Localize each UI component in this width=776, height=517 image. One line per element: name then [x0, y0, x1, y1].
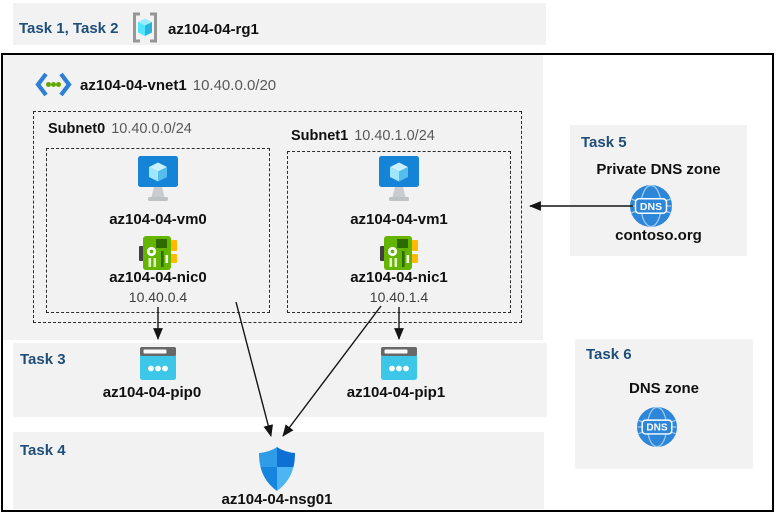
virtual-network-icon	[35, 72, 72, 97]
vm0-name: az104-04-vm0	[109, 211, 207, 228]
nic0-network-interface-icon	[139, 236, 177, 270]
subnet1-name: Subnet1	[291, 128, 349, 144]
nic1-ip: 10.40.1.4	[369, 289, 429, 305]
task6-label: Task 6	[586, 346, 632, 363]
subnet1-cidr: 10.40.1.0/24	[354, 128, 435, 144]
task-1-2-label: Task 1, Task 2	[19, 20, 119, 37]
diagram-outer-frame	[1, 53, 774, 512]
task3-label: Task 3	[20, 351, 66, 368]
nic1-network-interface-icon	[380, 236, 418, 270]
task4-label: Task 4	[20, 442, 66, 459]
subnet0-name: Subnet0	[48, 121, 106, 137]
pip0-public-ip-icon	[140, 347, 176, 380]
pip1-public-ip-icon	[381, 347, 417, 380]
nic0-ip: 10.40.0.4	[128, 289, 188, 305]
task5-label: Task 5	[581, 134, 627, 151]
subnet0-cidr: 10.40.0.0/24	[111, 121, 192, 137]
subnets-boundary	[33, 111, 522, 323]
private-dns-zone-title: Private DNS zone	[596, 161, 721, 178]
resource-group-icon	[133, 12, 157, 43]
vnet-title: az104-04-vnet1 10.40.0.0/20	[80, 77, 276, 94]
subnet1-label: Subnet1 10.40.1.0/24	[291, 128, 435, 145]
nic1-name: az104-04-nic1	[350, 269, 448, 286]
header-band	[13, 3, 546, 45]
vnet-name: az104-04-vnet1	[80, 77, 187, 94]
subnet0-label: Subnet0 10.40.0.0/24	[48, 121, 192, 138]
vnet-panel	[3, 55, 543, 340]
vm1-name: az104-04-vm1	[350, 211, 448, 228]
task6-panel	[575, 339, 753, 469]
private-dns-badge-text: DNS	[640, 201, 662, 213]
nsg-name: az104-04-nsg01	[221, 491, 333, 508]
task3-panel	[13, 343, 547, 417]
resource-group-name: az104-04-rg1	[168, 21, 259, 38]
vm0-virtual-machine-icon	[138, 156, 178, 201]
pip1-name: az104-04-pip1	[346, 384, 446, 401]
dns-zone-badge-text: DNS	[646, 423, 667, 434]
dns-zone-title: DNS zone	[628, 380, 699, 397]
dns-zone-globe-icon: DNS	[636, 406, 678, 448]
private-dns-globe-icon: DNS	[630, 184, 672, 228]
nic0-name: az104-04-nic0	[109, 269, 207, 286]
vm1-virtual-machine-icon	[379, 156, 419, 201]
nsg-shield-icon	[259, 447, 295, 491]
pip0-name: az104-04-pip0	[102, 384, 202, 401]
private-dns-zone-name: contoso.org	[615, 227, 702, 244]
vnet-cidr: 10.40.0.0/20	[192, 77, 277, 94]
